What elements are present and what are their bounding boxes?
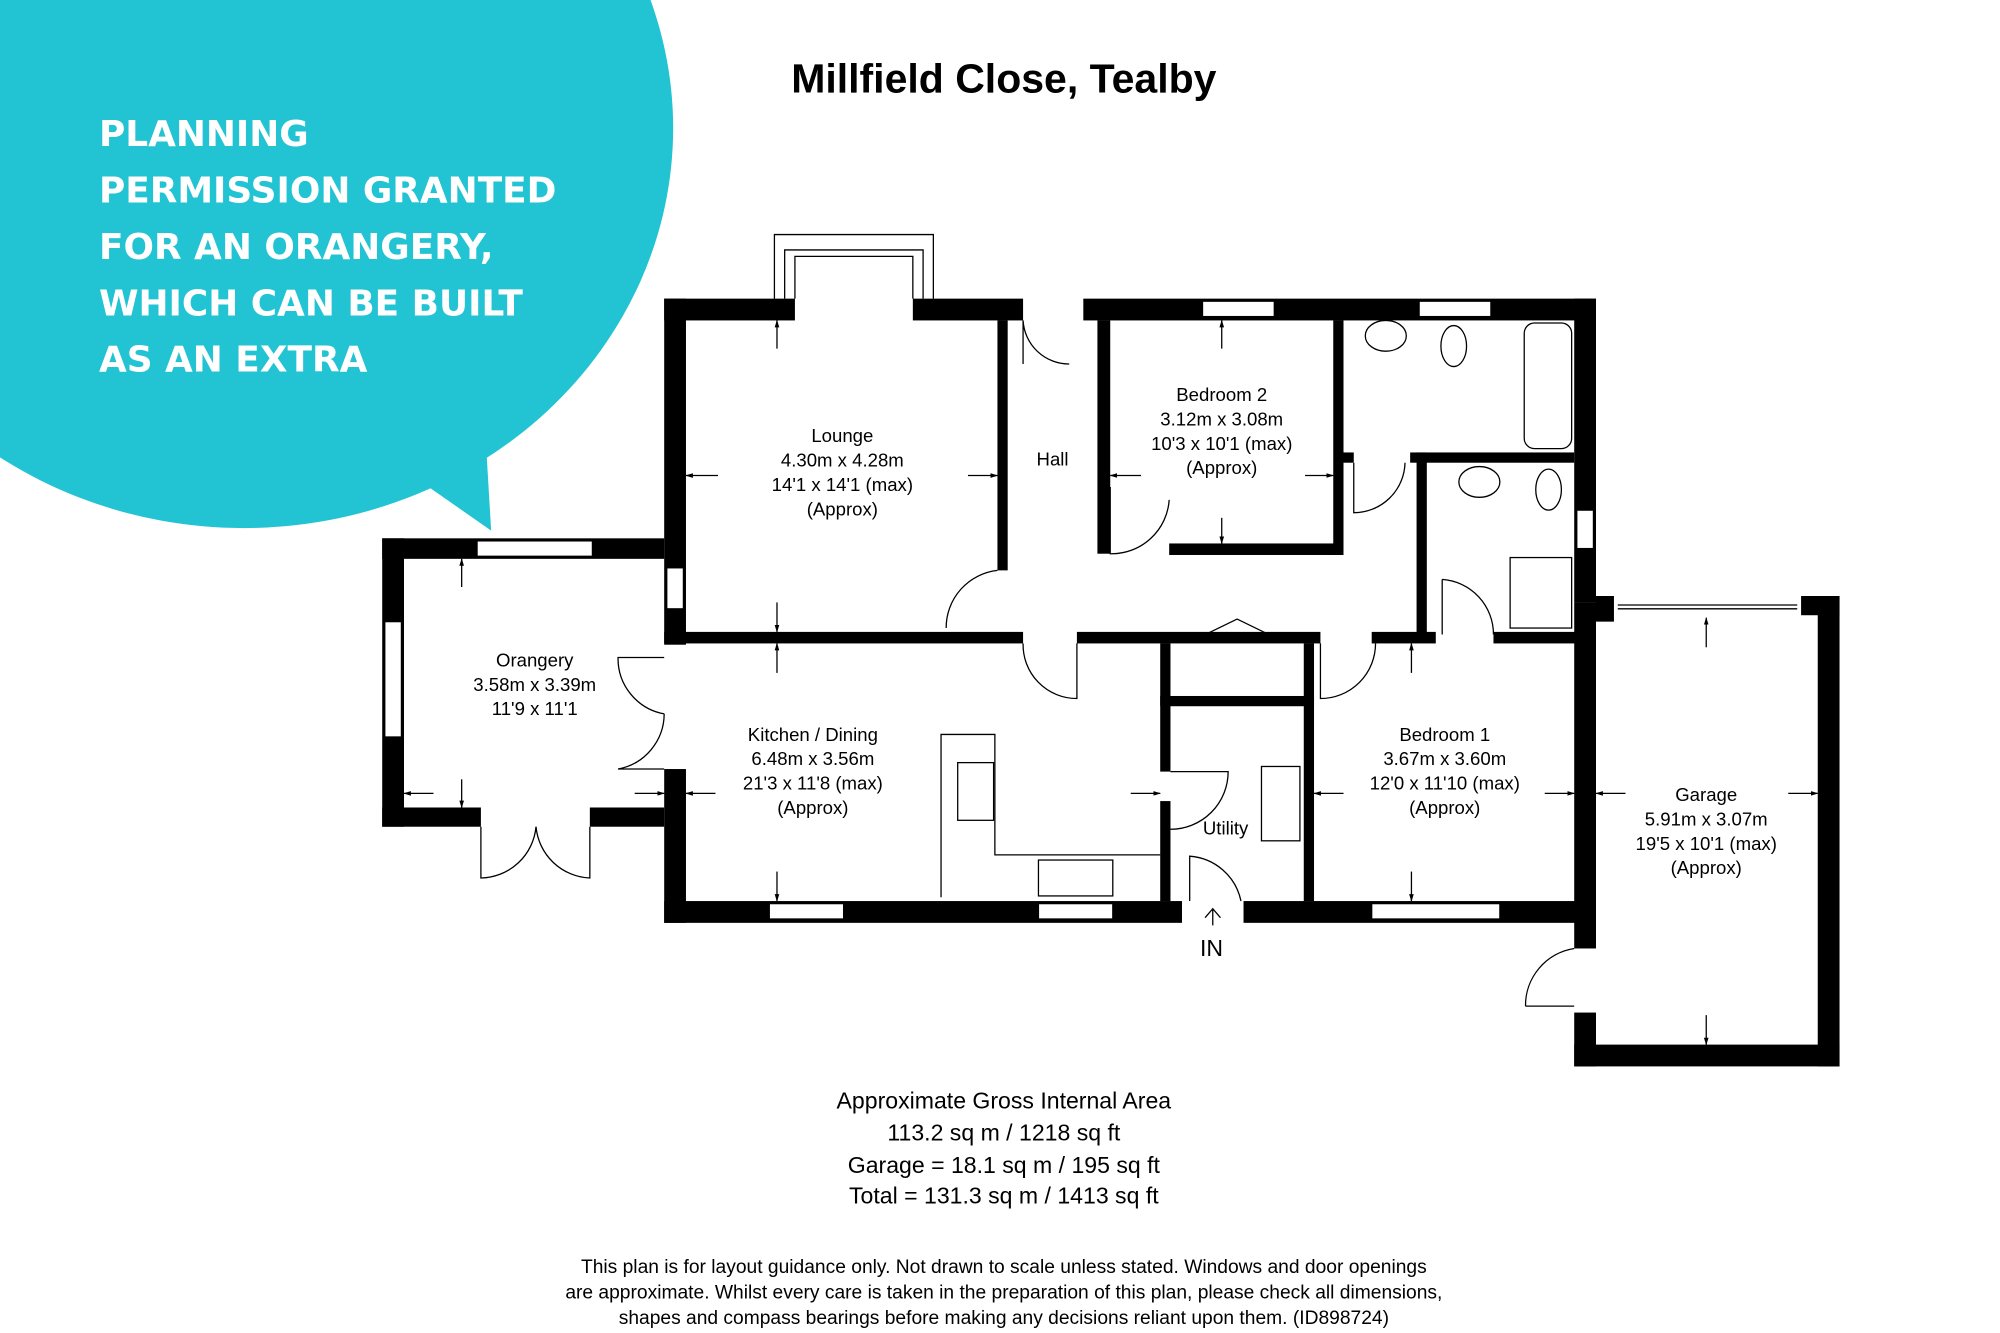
basin-icon <box>1458 465 1501 498</box>
svg-text:4.30m x 4.28m: 4.30m x 4.28m <box>781 450 904 471</box>
svg-text:12'0 x 11'10 (max): 12'0 x 11'10 (max) <box>1370 773 1520 794</box>
hob-icon <box>957 761 995 821</box>
svg-text:(Approx): (Approx) <box>807 498 878 519</box>
svg-text:shapes and compass bearings be: shapes and compass bearings before makin… <box>619 1308 1389 1329</box>
windows <box>384 300 1595 920</box>
disclaimer: This plan is for layout guidance only. N… <box>565 1257 1442 1329</box>
svg-text:3.58m x 3.39m: 3.58m x 3.39m <box>473 674 596 695</box>
kitchen-units <box>940 319 1573 898</box>
room-label-utility: Utility <box>1203 817 1249 838</box>
toilet-icon <box>1440 324 1468 368</box>
banner-line: PERMISSION GRANTED <box>99 171 557 212</box>
svg-text:3.12m x 3.08m: 3.12m x 3.08m <box>1160 409 1283 430</box>
room-label-kitchen-dining: Kitchen / Dining 6.48m x 3.56m 21'3 x 11… <box>743 724 883 818</box>
svg-text:(Approx): (Approx) <box>1409 797 1480 818</box>
room-label-hall: Hall <box>1037 448 1069 469</box>
banner-line: AS AN EXTRA <box>99 340 368 381</box>
doors <box>480 320 1575 1007</box>
page-title: Millfield Close, Tealby <box>791 55 1216 101</box>
banner-line: PLANNING <box>99 114 309 155</box>
svg-text:Kitchen / Dining: Kitchen / Dining <box>748 724 878 745</box>
dimension-arrows <box>403 319 1819 1046</box>
svg-text:14'1 x 14'1 (max): 14'1 x 14'1 (max) <box>772 474 913 495</box>
svg-text:19'5 x 10'1 (max): 19'5 x 10'1 (max) <box>1636 833 1777 854</box>
svg-text:Bedroom 2: Bedroom 2 <box>1176 384 1267 405</box>
room-label-bedroom-2: Bedroom 2 3.12m x 3.08m 10'3 x 10'1 (max… <box>1151 384 1292 478</box>
svg-text:are approximate. Whilst every: are approximate. Whilst every care is ta… <box>565 1282 1442 1303</box>
promo-speech-bubble: PLANNING PERMISSION GRANTED FOR AN ORANG… <box>0 0 674 531</box>
sink-icon <box>1037 859 1114 897</box>
svg-text:6.48m x 3.56m: 6.48m x 3.56m <box>751 748 874 769</box>
svg-text:This plan is for layout guidan: This plan is for layout guidance only. N… <box>581 1257 1427 1278</box>
area-summary: Approximate Gross Internal Area 113.2 sq… <box>837 1088 1172 1209</box>
svg-text:Lounge: Lounge <box>811 425 873 446</box>
room-label-lounge: Lounge 4.30m x 4.28m 14'1 x 14'1 (max) (… <box>772 425 913 519</box>
svg-text:Orangery: Orangery <box>496 650 574 671</box>
entrance-arrow-icon <box>1204 907 1221 926</box>
banner-line: FOR AN ORANGERY, <box>99 227 494 268</box>
svg-text:21'3 x 11'8 (max): 21'3 x 11'8 (max) <box>743 773 883 794</box>
svg-text:Garage: Garage <box>1675 784 1737 805</box>
banner-line: WHICH CAN BE BUILT <box>99 283 523 324</box>
room-label-bedroom-1: Bedroom 1 3.67m x 3.60m 12'0 x 11'10 (ma… <box>1370 724 1520 818</box>
svg-text:(Approx): (Approx) <box>777 797 848 818</box>
svg-text:Garage = 18.1 sq m / 195 sq ft: Garage = 18.1 sq m / 195 sq ft <box>848 1152 1161 1178</box>
svg-text:(Approx): (Approx) <box>1671 857 1742 878</box>
room-label-garage: Garage 5.91m x 3.07m 19'5 x 10'1 (max) (… <box>1636 784 1777 878</box>
basin-icon <box>1364 319 1407 352</box>
svg-text:Approximate Gross Internal Are: Approximate Gross Internal Area <box>837 1088 1172 1114</box>
room-label-orangery: Orangery 3.58m x 3.39m 11'9 x 11'1 <box>473 650 596 720</box>
bath-icon <box>1523 322 1573 450</box>
svg-text:(Approx): (Approx) <box>1186 457 1257 478</box>
utility-sink-icon <box>1260 765 1301 842</box>
svg-text:5.91m x 3.07m: 5.91m x 3.07m <box>1645 808 1768 829</box>
svg-text:IN: IN <box>1200 935 1223 961</box>
svg-text:Total = 131.3 sq m / 1413 sq f: Total = 131.3 sq m / 1413 sq ft <box>849 1183 1159 1209</box>
svg-text:10'3 x 10'1 (max): 10'3 x 10'1 (max) <box>1151 433 1292 454</box>
svg-text:Bedroom 1: Bedroom 1 <box>1399 724 1490 745</box>
walls <box>382 233 1840 1067</box>
shower-icon <box>1509 556 1573 629</box>
svg-text:113.2 sq m / 1218 sq ft: 113.2 sq m / 1218 sq ft <box>887 1120 1120 1146</box>
toilet-icon <box>1535 468 1563 511</box>
entrance-marker: IN <box>1200 907 1223 961</box>
svg-text:3.67m x 3.60m: 3.67m x 3.60m <box>1383 748 1506 769</box>
svg-text:11'9 x 11'1: 11'9 x 11'1 <box>492 698 578 719</box>
